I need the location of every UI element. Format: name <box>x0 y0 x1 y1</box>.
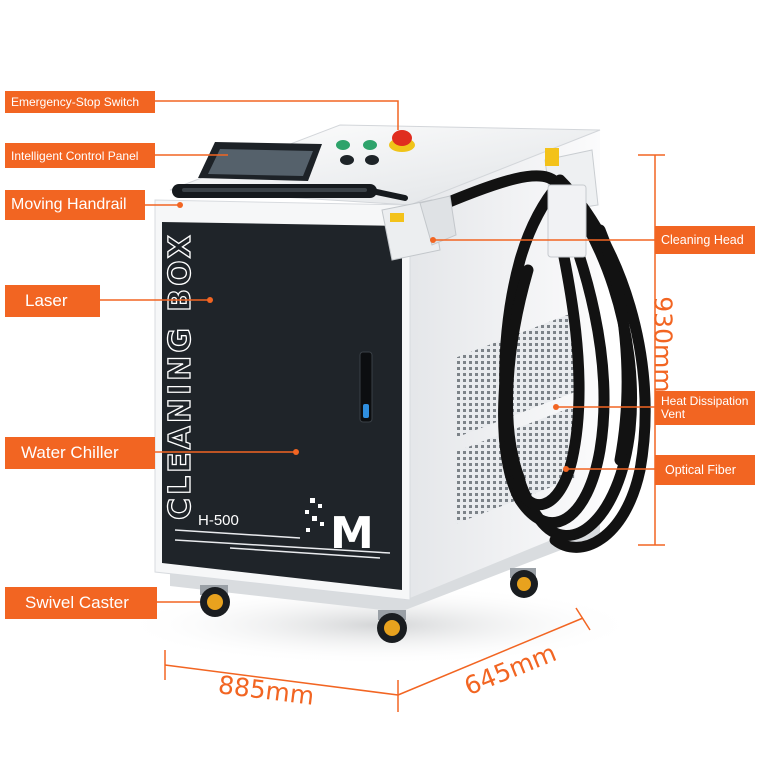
door-stripe <box>174 539 391 554</box>
logo-letter: M <box>330 508 374 559</box>
label-intelligent-control-panel: Intelligent Control Panel <box>5 143 155 168</box>
label-text: Moving Handrail <box>11 196 127 213</box>
brand-vertical-text: CLEANING BOX <box>163 232 198 520</box>
label-text: Intelligent Control Panel <box>11 148 139 163</box>
dimension-height: 930mm <box>648 296 678 393</box>
moving-handrail[interactable] <box>172 184 408 201</box>
label-text: Water Chiller <box>21 443 119 462</box>
swivel-caster <box>200 585 230 617</box>
door-stripe <box>229 547 381 559</box>
holstered-gun <box>547 184 587 258</box>
control-buttons <box>336 140 379 165</box>
label-emergency-stop-switch: Emergency-Stop Switch <box>5 91 155 113</box>
label-text: Emergency-Stop Switch <box>11 95 140 109</box>
label-text: Swivel Caster <box>25 593 129 612</box>
depth-dimension-line <box>397 617 584 696</box>
green-button-icon[interactable] <box>363 140 377 150</box>
door-handle[interactable] <box>359 351 373 423</box>
intelligent-control-panel[interactable] <box>198 142 322 181</box>
heat-dissipation-vent-upper <box>455 312 575 438</box>
leader-dots <box>177 202 569 472</box>
label-text: Optical Fiber <box>665 463 736 477</box>
label-water-chiller: Water Chiller <box>5 437 155 469</box>
label-text: Cleaning Head <box>661 233 744 247</box>
swivel-caster <box>510 568 538 598</box>
label-text-line2: Vent <box>661 407 686 421</box>
door-handle-indicator <box>363 404 369 418</box>
width-dimension-line <box>164 664 399 696</box>
label-optical-fiber: Optical Fiber <box>655 455 755 485</box>
door-stripe <box>174 529 301 539</box>
green-button-icon[interactable] <box>336 140 350 150</box>
emergency-stop-switch[interactable] <box>389 130 415 152</box>
brand-logo: M <box>305 498 374 559</box>
label-text-line1: Heat Dissipation <box>661 394 749 408</box>
label-moving-handrail: Moving Handrail <box>5 190 145 220</box>
knob-icon[interactable] <box>365 155 379 165</box>
label-text: Laser <box>25 291 68 310</box>
base-plate <box>170 520 600 612</box>
swivel-caster <box>377 610 407 643</box>
leader-emergency-stop <box>155 100 399 130</box>
cleaning-head[interactable] <box>381 195 457 261</box>
knob-icon[interactable] <box>340 155 354 165</box>
label-heat-dissipation-vent: Heat Dissipation Vent <box>655 391 755 425</box>
label-cleaning-head: Cleaning Head <box>655 226 755 254</box>
model-number: H-500 <box>198 512 239 529</box>
front-door-panel <box>162 222 402 590</box>
leader-lines <box>100 100 655 603</box>
label-swivel-caster: Swivel Caster <box>5 587 157 619</box>
label-laser: Laser <box>5 285 100 317</box>
